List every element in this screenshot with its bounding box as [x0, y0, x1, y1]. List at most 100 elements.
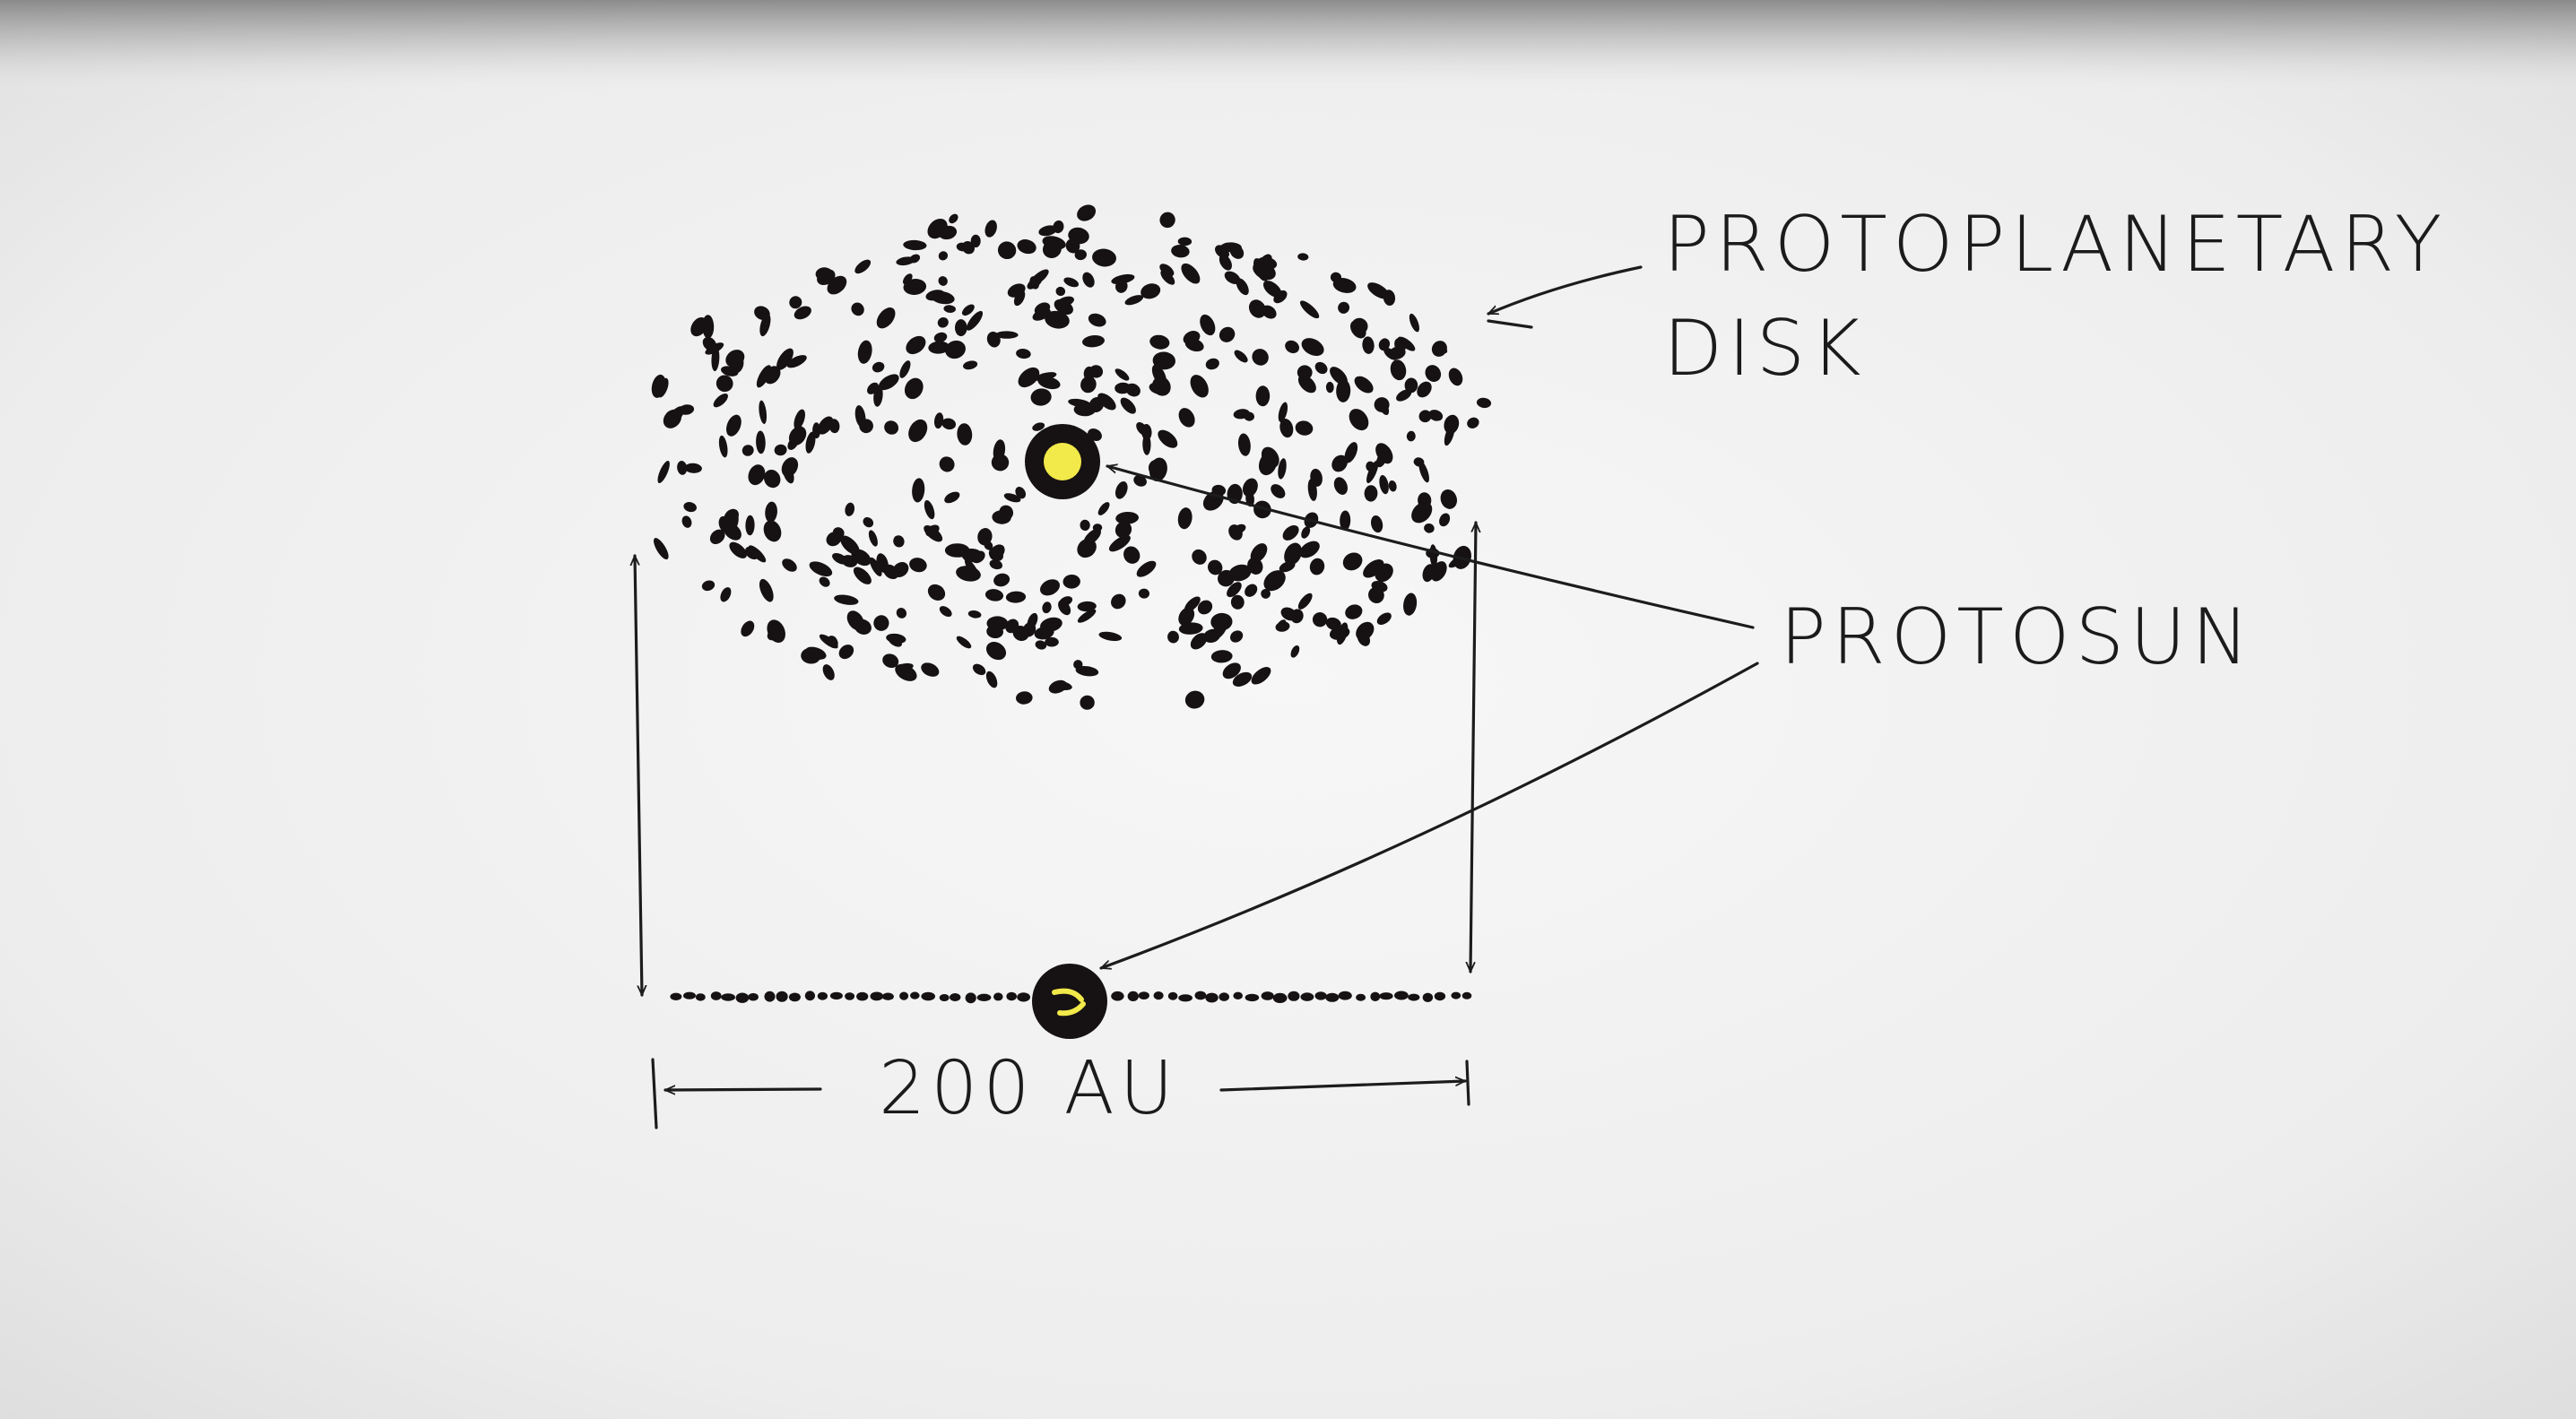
- dust-particle: [1297, 593, 1313, 610]
- dust-particle: [1013, 290, 1026, 307]
- dust-particle: [945, 340, 966, 359]
- dust-particle: [1448, 368, 1463, 386]
- dust-particle: [1409, 313, 1419, 333]
- dust-particle: [1080, 519, 1090, 532]
- dust-particle: [1111, 273, 1135, 285]
- dust-particle: [1053, 220, 1064, 234]
- dust-particle: [702, 336, 717, 351]
- edge-dust-particle: [1394, 991, 1409, 1000]
- dust-particle: [853, 567, 872, 584]
- dust-particle: [1234, 350, 1248, 363]
- dust-particle: [745, 515, 755, 536]
- edge-dust-particle: [845, 992, 855, 1000]
- dust-particle: [1278, 402, 1288, 422]
- label-protosun: PROTOSUN: [1780, 593, 2254, 682]
- dust-particle: [1285, 340, 1299, 354]
- dust-particle: [826, 532, 842, 547]
- dust-particle: [1092, 523, 1103, 532]
- edge-dust-particle: [829, 991, 843, 1000]
- dust-particle: [809, 561, 833, 577]
- dust-particle: [1077, 609, 1097, 623]
- dust-particle: [869, 557, 882, 576]
- dust-particle: [1184, 596, 1201, 612]
- dust-particle: [1082, 272, 1095, 288]
- dust-particle: [1349, 409, 1369, 431]
- dust-particle: [921, 662, 940, 677]
- dust-particle: [854, 259, 872, 274]
- dust-particle: [1245, 584, 1258, 597]
- dust-particle: [904, 377, 924, 400]
- edge-dust-particle: [695, 993, 706, 1001]
- dust-particle: [1440, 489, 1458, 509]
- dust-particle: [1039, 579, 1061, 596]
- protoplanetary-disk-edge-view: [670, 991, 1472, 1004]
- dust-particle: [1083, 528, 1101, 546]
- dust-particle: [1331, 454, 1348, 472]
- edge-dust-particle: [939, 994, 950, 1001]
- dust-particle: [1042, 239, 1062, 258]
- edge-dust-particle: [721, 993, 735, 1001]
- dust-particle: [1299, 300, 1320, 319]
- dust-particle: [1244, 411, 1254, 421]
- dust-particle: [882, 653, 899, 669]
- dust-particle: [986, 616, 1009, 631]
- dust-particle: [899, 360, 911, 378]
- dust-particle: [1178, 408, 1195, 428]
- dust-particle: [1230, 594, 1245, 610]
- dust-particle: [963, 360, 978, 370]
- dust-particle: [851, 302, 864, 316]
- dust-particle: [653, 538, 669, 560]
- dust-particle: [1190, 375, 1209, 398]
- dust-particle: [1077, 204, 1097, 221]
- dust-particle: [1389, 346, 1406, 359]
- edge-dust-particle: [1288, 991, 1300, 1001]
- dust-particle: [1034, 302, 1051, 316]
- dust-particle: [1237, 433, 1251, 456]
- dust-particle: [1125, 383, 1141, 397]
- dust-particle: [1063, 277, 1080, 288]
- dust-particle: [1141, 424, 1152, 440]
- dust-particle: [1422, 564, 1435, 583]
- dust-particle: [1167, 630, 1179, 644]
- dust-particle: [1042, 601, 1052, 614]
- dust-particle: [1278, 458, 1287, 480]
- dust-particle: [1312, 612, 1328, 627]
- dust-particle: [1377, 399, 1390, 415]
- dust-particle: [1141, 283, 1161, 299]
- dust-particle: [1184, 690, 1205, 709]
- dust-particle: [939, 606, 952, 618]
- edge-dust-particle: [921, 991, 935, 1001]
- dust-particle: [827, 636, 838, 649]
- dust-particle: [1368, 586, 1384, 604]
- dust-particle: [854, 619, 872, 635]
- dust-particle: [1366, 460, 1379, 484]
- dust-particle: [1219, 254, 1232, 271]
- dust-particle: [724, 508, 739, 525]
- dust-particle: [721, 366, 739, 376]
- dust-particle: [1299, 541, 1320, 558]
- dust-particle: [1431, 341, 1447, 357]
- dust-particle: [1015, 487, 1027, 499]
- dust-particle: [828, 419, 840, 434]
- dust-particle: [1197, 600, 1213, 615]
- dust-particle: [1190, 633, 1208, 650]
- dust-particle: [1038, 225, 1057, 237]
- dust-particle: [1045, 310, 1070, 329]
- dust-particle: [1242, 478, 1258, 498]
- dust-particle: [938, 251, 949, 261]
- edge-dust-particle: [1178, 994, 1193, 1002]
- dust-particle: [1252, 349, 1269, 366]
- dust-particle: [1005, 591, 1027, 603]
- edge-dust-particle: [1408, 993, 1420, 1001]
- edge-dust-particle: [804, 991, 816, 1001]
- edge-dust-particle: [1219, 992, 1229, 1001]
- dust-particle: [1073, 660, 1083, 670]
- projection-arrow-left: [635, 554, 642, 997]
- dust-particle: [1219, 326, 1236, 342]
- dust-particle: [723, 522, 742, 541]
- dust-particle: [748, 464, 766, 486]
- scale-tick-right: [1465, 1060, 1470, 1106]
- edge-dust-particle: [1356, 993, 1366, 1001]
- dust-particle: [1375, 452, 1387, 468]
- dust-particle: [959, 544, 972, 563]
